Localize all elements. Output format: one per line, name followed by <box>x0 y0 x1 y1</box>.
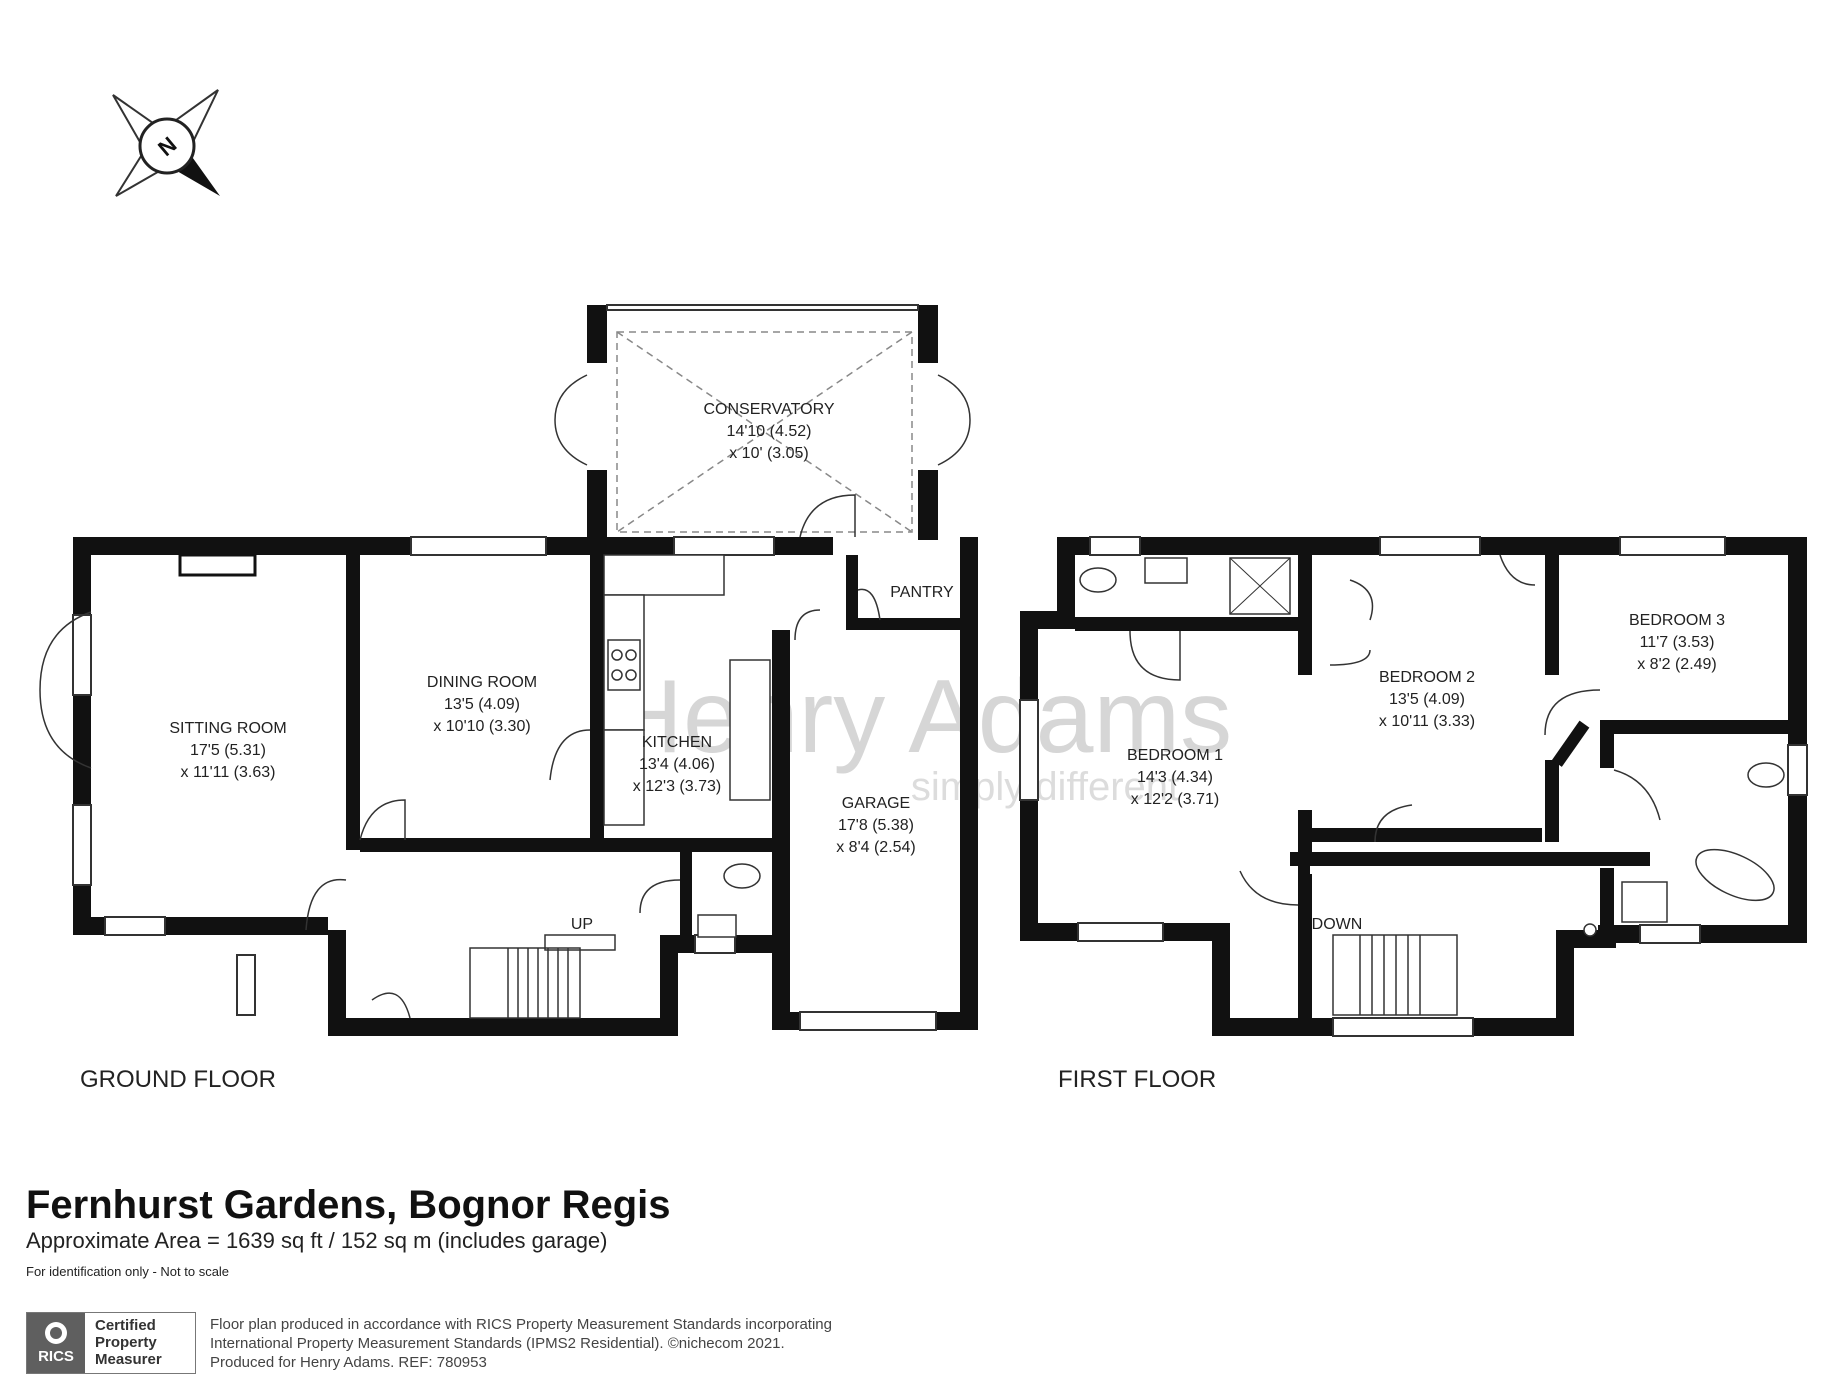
ground-floor-labels: CONSERVATORY 14'10 (4.52) x 10' (3.05) P… <box>80 401 954 1093</box>
rics-globe-icon <box>45 1321 67 1344</box>
bedroom3-dim1: 11'7 (3.53) <box>1640 634 1715 651</box>
bedroom2-dim1: 13'5 (4.09) <box>1389 691 1465 708</box>
sitting-room-dim1: 17'5 (5.31) <box>190 742 266 759</box>
approximate-area: Approximate Area = 1639 sq ft / 152 sq m… <box>26 1228 608 1253</box>
watermark-brand: Henry Adams <box>608 659 1232 775</box>
rics-credits-row: RICS Certified Property Measurer Floor p… <box>26 1312 832 1374</box>
badge-line3: Measurer <box>95 1351 162 1368</box>
property-title: Fernhurst Gardens, Bognor Regis <box>26 1183 671 1227</box>
ground-floor-plan <box>39 304 978 1036</box>
conservatory-dim1: 14'10 (4.52) <box>727 423 812 440</box>
credit-line1: Floor plan produced in accordance with R… <box>210 1315 832 1333</box>
rics-certified-badge: RICS Certified Property Measurer <box>26 1312 196 1374</box>
dining-room-dim1: 13'5 (4.09) <box>444 696 520 713</box>
compass-rose: N <box>112 89 220 197</box>
dining-room-name: DINING ROOM <box>427 674 537 691</box>
badge-line2: Property <box>95 1334 157 1351</box>
bedroom1-dim1: 14'3 (4.34) <box>1137 769 1213 786</box>
badge-line1: Certified <box>95 1317 156 1334</box>
kitchen-name: KITCHEN <box>642 734 712 751</box>
stairs-down-label: DOWN <box>1312 916 1363 933</box>
credit-line3: Produced for Henry Adams. REF: 780953 <box>210 1353 487 1371</box>
henry-adams-watermark: Henry Adams simply different <box>608 659 1232 809</box>
bedroom2-name: BEDROOM 2 <box>1379 669 1475 686</box>
garage-dim2: x 8'4 (2.54) <box>836 839 916 856</box>
plan-footer: Fernhurst Gardens, Bognor Regis Approxim… <box>26 1182 1806 1279</box>
first-floor-plan <box>1019 536 1808 1037</box>
conservatory-name: CONSERVATORY <box>704 401 835 418</box>
bedroom3-name: BEDROOM 3 <box>1629 612 1725 629</box>
dining-room-dim2: x 10'10 (3.30) <box>433 718 530 735</box>
bedroom1-name: BEDROOM 1 <box>1127 747 1223 764</box>
scale-note: For identification only - Not to scale <box>26 1264 230 1279</box>
bedroom1-dim2: x 12'2 (3.71) <box>1131 791 1219 808</box>
ground-floor-label: GROUND FLOOR <box>80 1066 276 1093</box>
garage-dim1: 17'8 (5.38) <box>838 817 914 834</box>
rics-badge-text: Certified Property Measurer <box>85 1313 195 1373</box>
credit-line2: International Property Measurement Stand… <box>210 1334 785 1352</box>
first-floor-labels: BEDROOM 1 14'3 (4.34) x 12'2 (3.71) BEDR… <box>1058 612 1725 1093</box>
bedroom3-dim2: x 8'2 (2.49) <box>1637 656 1717 673</box>
rics-logo-text: RICS <box>38 1347 74 1365</box>
garage-name: GARAGE <box>842 795 910 812</box>
pantry-name: PANTRY <box>890 584 954 601</box>
stairs-up-label: UP <box>571 916 593 933</box>
first-floor-label: FIRST FLOOR <box>1058 1066 1216 1093</box>
bedroom2-dim2: x 10'11 (3.33) <box>1379 713 1475 730</box>
kitchen-dim1: 13'4 (4.06) <box>639 756 715 773</box>
conservatory-dim2: x 10' (3.05) <box>729 445 809 462</box>
sitting-room-dim2: x 11'11 (3.63) <box>181 764 276 781</box>
production-credits: Floor plan produced in accordance with R… <box>210 1315 832 1372</box>
floor-plan-drawing: Henry Adams simply different N <box>39 89 1808 1093</box>
rics-logo: RICS <box>27 1313 85 1373</box>
kitchen-dim2: x 12'3 (3.73) <box>633 778 721 795</box>
watermark-tagline: simply different <box>911 765 1179 809</box>
sitting-room-name: SITTING ROOM <box>169 720 286 737</box>
